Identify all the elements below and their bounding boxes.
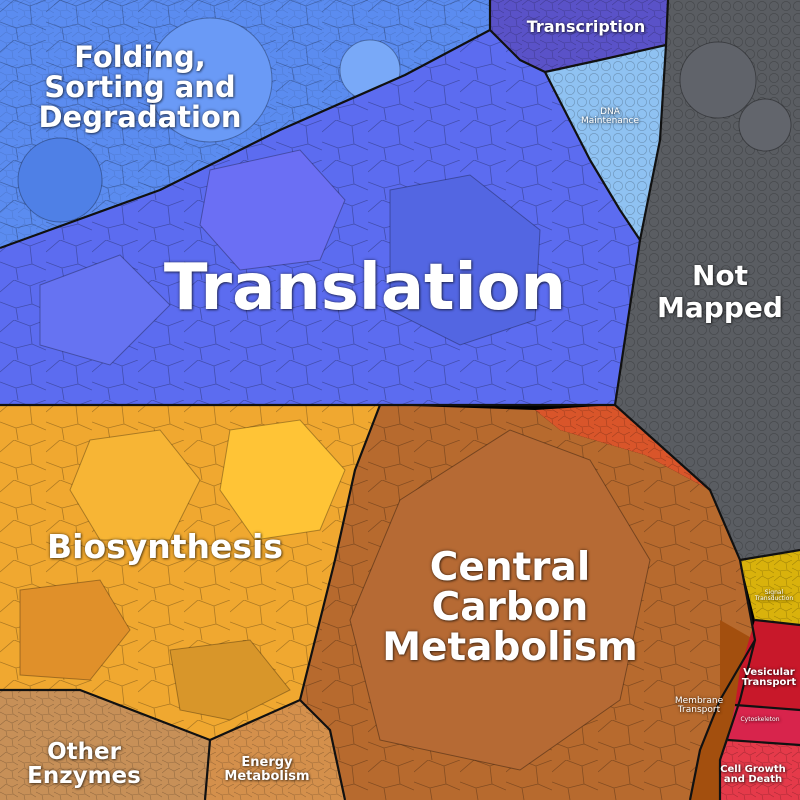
label-translation: Translation <box>163 251 567 325</box>
region-folding <box>0 0 490 248</box>
region-biosynthesis <box>0 405 380 740</box>
label-other-enzymes: Other Enzymes <box>27 739 141 789</box>
region-vesicular <box>735 620 800 710</box>
region-central-carbon <box>300 405 755 800</box>
label-biosynthesis: Biosynthesis <box>46 527 284 566</box>
region-cell-growth <box>720 740 800 800</box>
label-dna-maintenance: DNA Maintenance <box>581 107 639 126</box>
region-translation <box>0 30 640 405</box>
region-membrane <box>690 620 755 800</box>
region-energy <box>205 700 345 800</box>
region-red-orange <box>535 405 710 490</box>
region-cytoskeleton <box>728 705 800 745</box>
label-not-mapped: Not Mapped <box>657 259 783 324</box>
label-transcription: Transcription <box>526 17 646 36</box>
label-cell-growth: Cell Growth and Death <box>720 764 786 785</box>
label-membrane-transport: Membrane Transport <box>674 696 724 715</box>
label-vesicular-transport: Vesicular Transport <box>741 667 797 688</box>
region-dna <box>545 45 666 240</box>
label-energy-metabolism: Energy Metabolism <box>224 755 310 784</box>
label-folding: Folding, Sorting and Degradation <box>38 40 242 134</box>
region-other-enzymes <box>0 690 210 800</box>
label-central-carbon: Central Carbon Metabolism <box>382 545 638 670</box>
region-not-mapped <box>615 0 800 560</box>
label-cytoskeleton: Cytoskeleton <box>740 716 780 723</box>
label-signal-transduction: Signal Transduction <box>754 589 794 602</box>
region-signal <box>740 550 800 625</box>
